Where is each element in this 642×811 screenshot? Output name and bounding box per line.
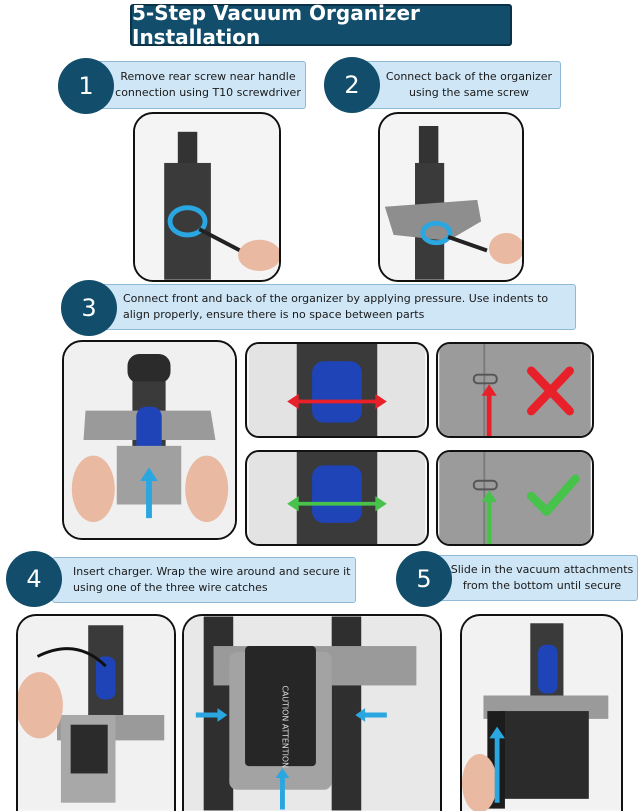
incorrect-gap-illustration (248, 344, 426, 436)
rotation-arrow-icon (420, 220, 453, 246)
step-2-photo (378, 112, 524, 282)
cross-mark-icon (526, 366, 574, 416)
step-3-number: 3 (61, 280, 117, 336)
step-4-photo-right: CAUTION ATTENTION (182, 614, 442, 811)
correct-fit-illustration (248, 452, 426, 544)
step-1-photo (133, 112, 281, 282)
step-3-incorrect-gap-photo (245, 342, 429, 438)
step-5-illustration (462, 617, 621, 811)
step-4-left-illustration (18, 617, 174, 810)
incorrect-illustration (439, 344, 591, 436)
step-2-illustration (380, 114, 522, 280)
step-2-number: 2 (324, 57, 380, 113)
step-5-photo (460, 614, 623, 811)
step-3-label: Connect front and back of the organizer … (92, 284, 576, 330)
step-3-incorrect-photo (436, 342, 594, 438)
step-4-number: 4 (6, 551, 62, 607)
step-1-number: 1 (58, 58, 114, 114)
step-4-right-illustration: CAUTION ATTENTION (184, 616, 440, 811)
charger-label: CAUTION ATTENTION (280, 685, 289, 768)
step-1-illustration (135, 114, 279, 280)
step-3-correct-photo (436, 450, 594, 546)
step-4-photo-left (16, 614, 176, 811)
step-3-main-illustration (64, 342, 235, 538)
rotation-arrow-icon (167, 205, 208, 238)
step-1-label: Remove rear screw near handle connection… (88, 61, 306, 109)
step-5-number: 5 (396, 551, 452, 607)
page-title: 5-Step Vacuum Organizer Installation (130, 1, 512, 49)
step-5-label: Slide in the vacuum attachments from the… (428, 555, 638, 601)
correct-illustration (439, 452, 591, 544)
step-3-correct-fit-photo (245, 450, 429, 546)
svg-text:CAUTION ATTENTION: CAUTION ATTENTION (280, 685, 289, 768)
step-3-main-photo (62, 340, 237, 540)
step-2-label: Connect back of the organizer using the … (355, 61, 561, 109)
step-4-label: Insert charger. Wrap the wire around and… (52, 557, 356, 603)
check-mark-icon (526, 474, 580, 516)
